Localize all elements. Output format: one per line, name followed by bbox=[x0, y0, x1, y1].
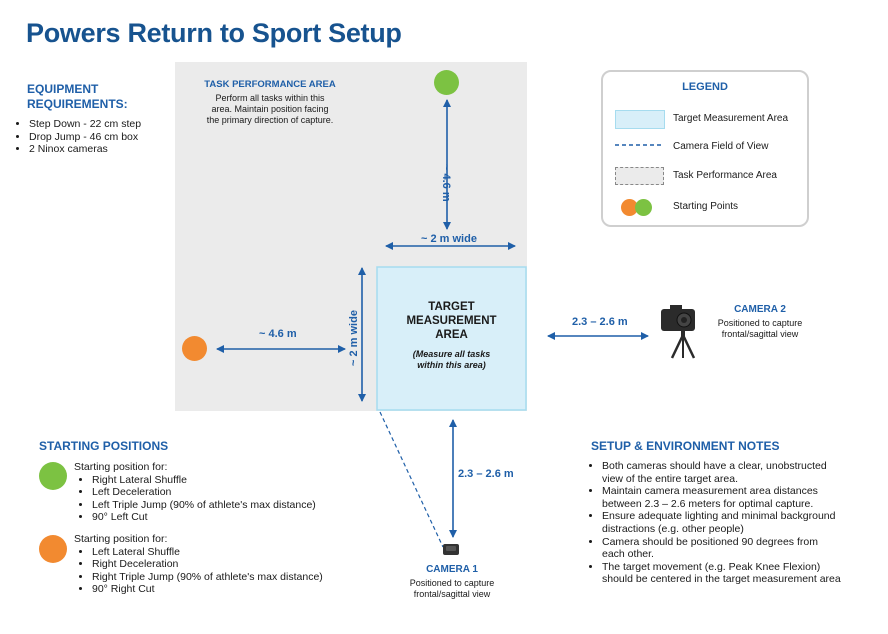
legend-green-dot bbox=[635, 199, 652, 216]
equipment-heading-1: EQUIPMENT bbox=[27, 82, 99, 96]
note-item: The target movement (e.g. Peak Knee Flex… bbox=[602, 561, 888, 586]
target-line-1: TARGET bbox=[428, 301, 475, 313]
dim-label-vertical-top: ~ 4.6 m bbox=[440, 164, 452, 202]
note-line: The target movement (e.g. Peak Knee Flex… bbox=[602, 560, 821, 573]
note-line: Camera should be positioned 90 degrees f… bbox=[602, 535, 818, 548]
note-line: Maintain camera measurement area distanc… bbox=[602, 485, 818, 498]
task-area-desc-2: area. Maintain position facing bbox=[211, 104, 329, 114]
note-item: Maintain camera measurement area distanc… bbox=[602, 485, 888, 510]
legend-swatch-task bbox=[615, 167, 664, 185]
starting-green-item: Right Lateral Shuffle bbox=[92, 474, 316, 487]
camera2-icon bbox=[661, 305, 696, 359]
target-measurement-area bbox=[376, 266, 527, 411]
task-area-heading: TASK PERFORMANCE AREA bbox=[204, 79, 336, 90]
legend-orange-dot bbox=[621, 199, 638, 216]
camera1-desc-1: Positioned to capture bbox=[409, 578, 495, 588]
target-note-1: (Measure all tasks bbox=[412, 349, 491, 359]
starting-orange-list: Left Lateral Shuffle Right Deceleration … bbox=[74, 546, 323, 596]
legend-swatch-fov bbox=[615, 144, 663, 146]
starting-orange-icon bbox=[39, 535, 67, 563]
dim-label-camera2: 2.3 – 2.6 m bbox=[572, 316, 628, 328]
starting-green-item: Left Triple Jump (90% of athlete's max d… bbox=[92, 499, 316, 512]
green-starting-point bbox=[434, 70, 459, 95]
note-line: distractions (e.g. other people) bbox=[602, 522, 744, 535]
starting-orange-item: Right Triple Jump (90% of athlete's max … bbox=[92, 571, 323, 584]
starting-orange-item: 90° Right Cut bbox=[92, 583, 323, 596]
legend-title: LEGEND bbox=[682, 81, 728, 93]
dim-label-width-top: ~ 2 m wide bbox=[421, 233, 477, 245]
camera1-label: CAMERA 1 Positioned to capture frontal/s… bbox=[397, 564, 507, 600]
starting-green-icon bbox=[39, 462, 67, 490]
equipment-item: Drop Jump - 46 cm box bbox=[29, 131, 141, 144]
camera1-title: CAMERA 1 bbox=[426, 564, 478, 575]
equipment-heading-2: REQUIREMENTS: bbox=[27, 97, 128, 111]
target-line-3: AREA bbox=[435, 329, 468, 341]
dim-label-left-horizontal: ~ 4.6 m bbox=[259, 328, 297, 340]
target-note-2: within this area) bbox=[417, 360, 486, 370]
note-item: Both cameras should have a clear, unobst… bbox=[602, 460, 888, 485]
orange-starting-point bbox=[182, 336, 207, 361]
starting-green-list: Right Lateral Shuffle Left Deceleration … bbox=[74, 474, 316, 524]
task-area-desc-1: Perform all tasks within this bbox=[215, 93, 325, 103]
starting-orange-item: Left Lateral Shuffle bbox=[92, 546, 323, 559]
notes-list: Both cameras should have a clear, unobst… bbox=[588, 460, 888, 586]
camera2-desc-2: frontal/sagittal view bbox=[721, 329, 799, 339]
dim-label-left-vertical: ~ 2 m wide bbox=[348, 310, 360, 366]
equipment-list: Step Down - 22 cm step Drop Jump - 46 cm… bbox=[15, 118, 141, 156]
camera2-label: CAMERA 2 Positioned to capture frontal/s… bbox=[705, 304, 815, 340]
page-title: Powers Return to Sport Setup bbox=[26, 18, 402, 48]
camera1-icon bbox=[443, 544, 459, 555]
starting-orange-item: Right Deceleration bbox=[92, 558, 323, 571]
starting-green-item: 90° Left Cut bbox=[92, 511, 316, 524]
starting-orange-intro: Starting position for: bbox=[74, 533, 168, 545]
dim-label-camera1: 2.3 – 2.6 m bbox=[458, 468, 514, 480]
legend-item-target: Target Measurement Area bbox=[673, 113, 789, 124]
note-line: each other. bbox=[602, 548, 654, 561]
legend-item-starting: Starting Points bbox=[673, 201, 739, 212]
note-line: between 2.3 – 2.6 meters for optimal cap… bbox=[602, 497, 814, 510]
starting-green-intro: Starting position for: bbox=[74, 461, 168, 473]
note-line: view of the entire target area. bbox=[602, 472, 738, 485]
equipment-section: EQUIPMENT REQUIREMENTS: Step Down - 22 c… bbox=[27, 82, 141, 156]
camera-field-of-view bbox=[379, 411, 444, 548]
starting-orange-block: Starting position for: Left Lateral Shuf… bbox=[74, 533, 323, 596]
equipment-item: 2 Ninox cameras bbox=[29, 143, 141, 156]
equipment-item: Step Down - 22 cm step bbox=[29, 118, 141, 131]
legend: LEGEND Target Measurement Area Camera Fi… bbox=[601, 70, 809, 227]
starting-positions-heading: STARTING POSITIONS bbox=[39, 439, 169, 453]
legend-item-task: Task Performance Area bbox=[673, 170, 777, 181]
starting-green-item: Left Deceleration bbox=[92, 486, 316, 499]
legend-swatch-target bbox=[615, 110, 665, 129]
note-line: should be centered in the target measure… bbox=[602, 573, 841, 586]
legend-item-fov: Camera Field of View bbox=[673, 141, 769, 152]
task-area-desc-3: the primary direction of capture. bbox=[206, 115, 334, 125]
note-item: Ensure adequate lighting and minimal bac… bbox=[602, 510, 888, 535]
target-line-2: MEASUREMENT bbox=[406, 315, 497, 327]
task-area-label: TASK PERFORMANCE AREA Perform all tasks … bbox=[190, 79, 350, 126]
camera2-desc-1: Positioned to capture bbox=[717, 318, 803, 328]
note-line: Both cameras should have a clear, unobst… bbox=[602, 460, 827, 472]
note-item: Camera should be positioned 90 degrees f… bbox=[602, 536, 888, 561]
camera2-title: CAMERA 2 bbox=[734, 304, 786, 315]
camera1-desc-2: frontal/sagittal view bbox=[413, 589, 491, 599]
note-line: Ensure adequate lighting and minimal bac… bbox=[602, 510, 836, 523]
target-area-label: TARGET MEASUREMENT AREA (Measure all tas… bbox=[377, 300, 526, 371]
starting-green-block: Starting position for: Right Lateral Shu… bbox=[74, 461, 316, 524]
notes-heading: SETUP & ENVIRONMENT NOTES bbox=[591, 439, 780, 453]
